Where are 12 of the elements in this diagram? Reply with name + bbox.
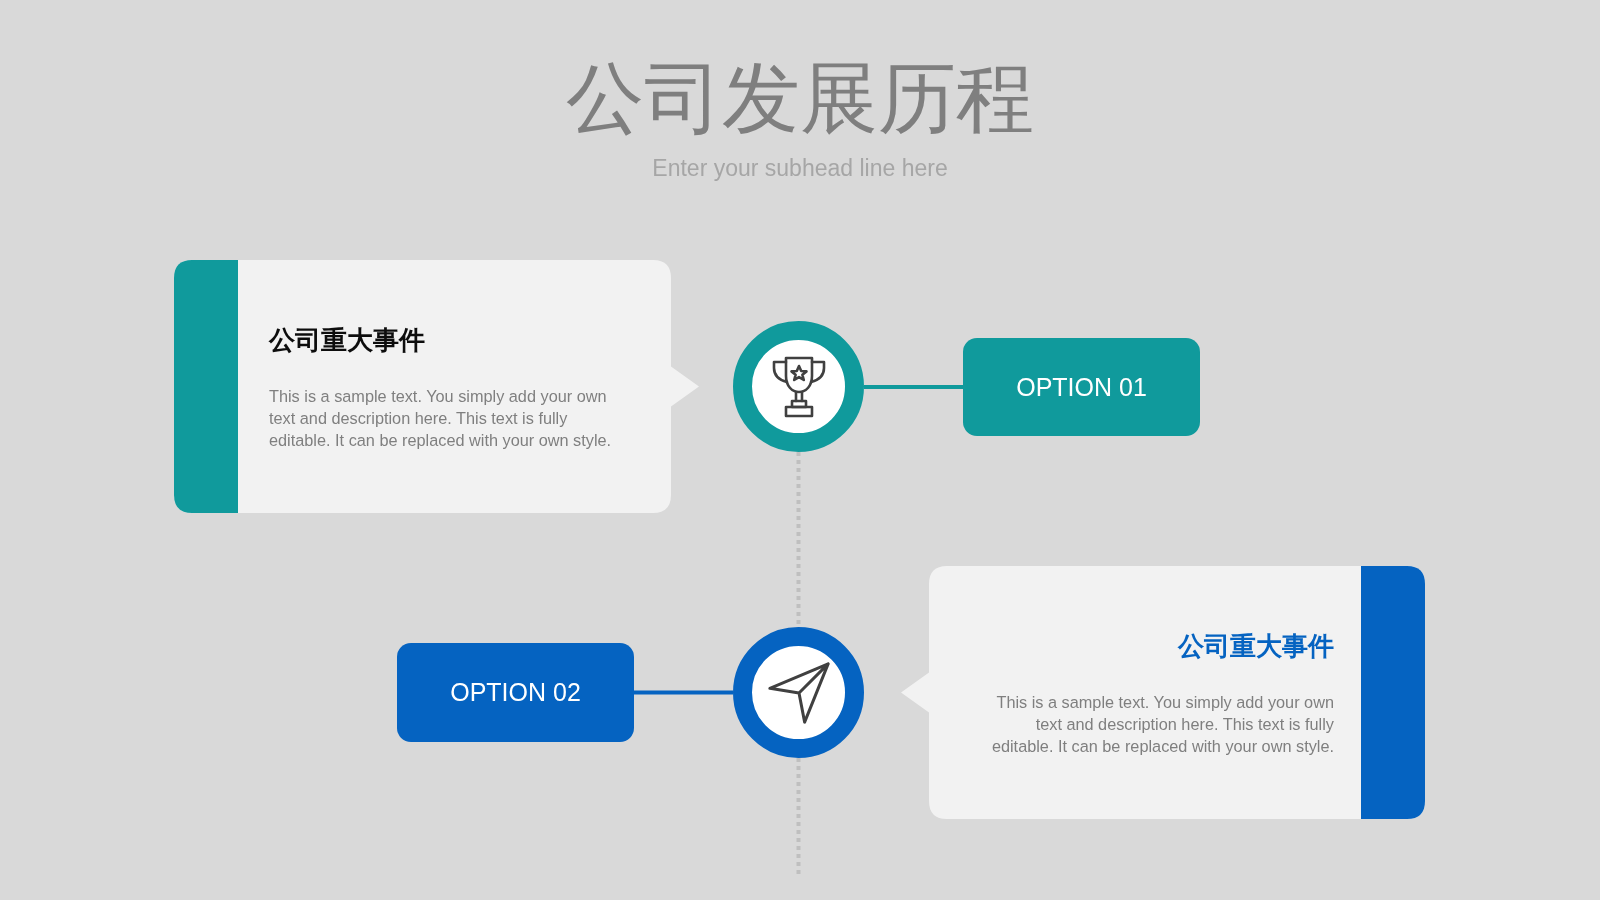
connector-line (634, 690, 733, 695)
connector-line (864, 385, 963, 389)
slide-title: 公司发展历程 (566, 52, 1034, 144)
card-body-text: This is a sample text. You simply add your own text and description here. This text is fully editable. It can be replaced with your own style. (269, 386, 613, 451)
card-body-text: This is a sample text. You simply add your own text and description here. This text is fully editable. It can be replaced with your own style. (990, 692, 1334, 757)
card-heading: 公司重大事件 (1178, 630, 1334, 662)
option-tag: OPTION 01 (963, 338, 1200, 436)
callout-card (901, 566, 1425, 819)
card-heading: 公司重大事件 (269, 324, 425, 356)
dotted-line (796, 452, 801, 627)
option-tag: OPTION 02 (397, 643, 634, 742)
callout-card (174, 260, 699, 513)
